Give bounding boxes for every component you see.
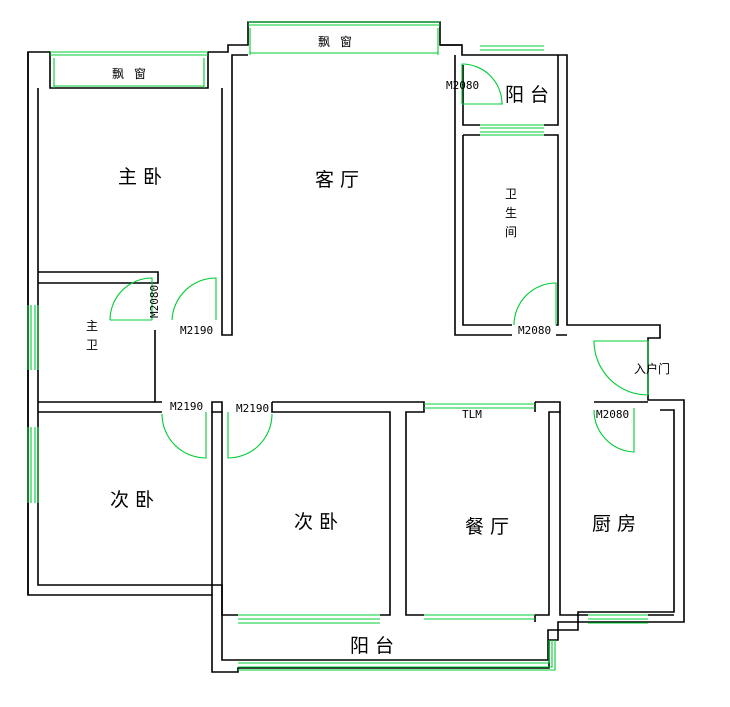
master-bath-right-wall [154,330,162,403]
bay-window-left-label: 飘窗 [112,67,156,81]
master-bath-door-swing [109,277,153,321]
corridor-wall [211,401,425,616]
bedroom-center-walls [221,412,238,616]
dining-walls [534,401,561,622]
master-bath-label-line1: 主 [86,319,98,333]
door-codes: M2080 M2080 M2080 M2190 M2190 M2190 M208… [148,79,629,421]
bay-window-left [50,51,208,88]
master-bedroom-door-swing [171,277,217,321]
center-bedroom-label: 次卧 [294,511,344,533]
balcony-bottom-window [238,640,556,671]
entrance-door-swing [593,340,649,396]
window-labels: 飘窗 飘窗 TLM [112,35,482,421]
doors [109,63,649,459]
master-bath-bottom-wall [38,401,162,413]
kitchen-window [588,614,648,624]
kitchen-walls [559,401,674,616]
bathroom-door-code: M2080 [518,324,551,337]
left-bedroom-window [27,427,39,503]
left-bedroom-door-code: M2190 [170,400,203,413]
master-bath-label-line2: 卫 [86,338,98,352]
entrance-label: 入户门 [634,361,670,376]
left-bedroom-label: 次卧 [110,489,160,511]
bathroom-window [480,124,544,136]
center-bedroom-window [238,614,380,624]
balcony-window-top [480,45,544,51]
bathroom-walls [454,55,567,336]
bay-window-top [248,21,440,55]
tlm-sliding-door [424,403,535,409]
dining-label: 餐厅 [465,516,515,538]
tlm-label: TLM [462,408,482,421]
bathroom-label-line2: 生 [505,206,517,220]
bay-window-top-label: 飘窗 [318,35,362,49]
room-labels: 主卧 客厅 阳台 卫 生 间 主 卫 入户门 次卧 次卧 餐厅 厨房 阳台 [86,84,670,657]
master-bath-window [27,305,39,370]
master-bath-top-wall [38,271,159,284]
left-bedroom-door-swing [161,412,207,459]
balcony-door-code: M2080 [446,79,479,92]
outer-wall [27,21,685,673]
master-bedroom-door-code: M2190 [180,324,213,337]
windows [27,21,648,671]
bathroom-label-line3: 间 [505,225,517,239]
walls [27,21,685,673]
master-bedroom-wall [221,54,248,336]
balcony-door-swing [461,63,503,105]
center-bedroom-door-swing [227,412,273,459]
kitchen-label: 厨房 [592,513,642,535]
bathroom-door-swing [513,282,557,326]
dining-window [424,614,535,620]
balcony-top-label: 阳台 [505,84,555,106]
outer-wall-inner [37,88,675,661]
kitchen-door-swing [593,408,635,453]
kitchen-door-code: M2080 [596,408,629,421]
balcony-bottom-label: 阳台 [350,635,400,657]
master-bedroom-label: 主卧 [118,166,168,188]
bathroom-label-line1: 卫 [505,187,517,201]
master-bath-door-code: M2080 [148,285,161,318]
center-bedroom-door-code: M2190 [236,402,269,415]
living-room-label: 客厅 [315,169,365,191]
